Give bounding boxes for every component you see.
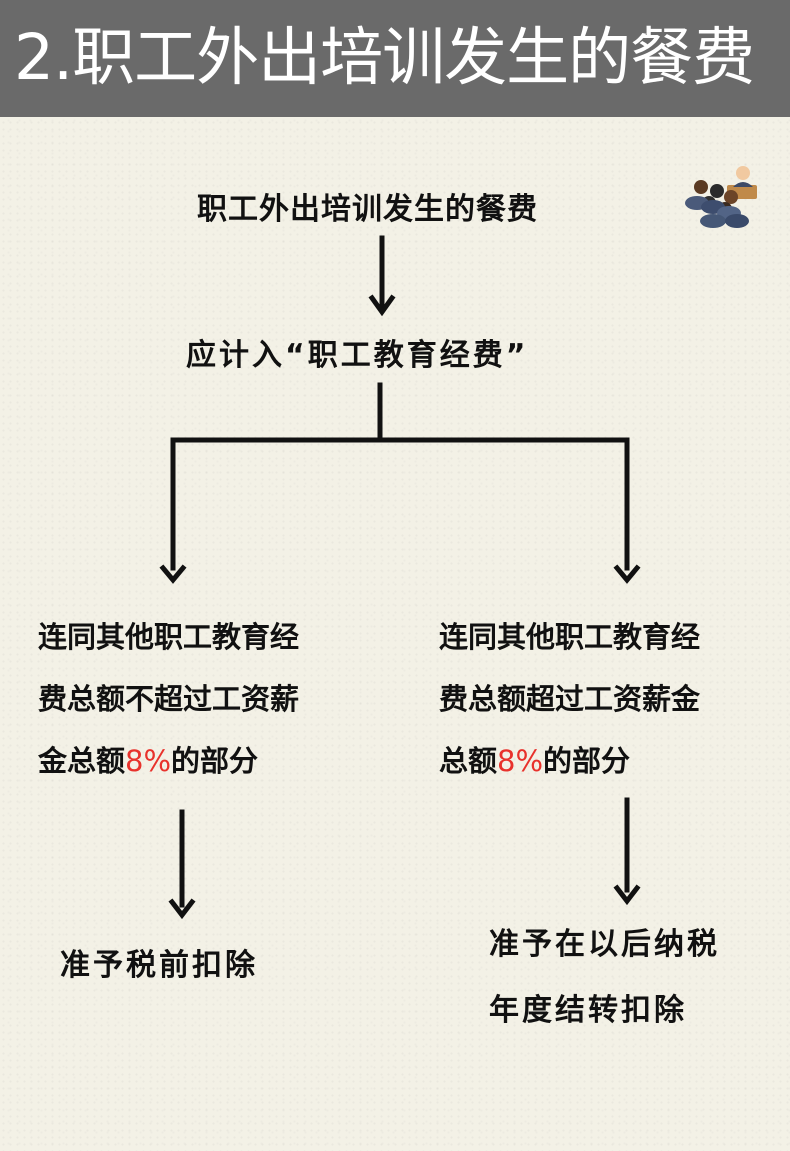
left-branch-line-3-pre: 金总额 <box>38 744 126 778</box>
arrowhead-top-to-middle <box>368 294 396 317</box>
right-branch-condition: 连同其他职工教育经 费总额超过工资薪金 总额8%的部分 <box>439 606 700 792</box>
middle-node: 应计入“职工教育经费” <box>186 338 529 373</box>
right-branch-percentage: 8% <box>497 744 544 778</box>
right-result-line-2: 年度结转扣除 <box>489 993 687 1028</box>
right-result-line-1: 准予在以后纳税 <box>489 927 720 962</box>
left-branch-line-3: 金总额8%的部分 <box>38 730 299 792</box>
meeting-people-icon <box>685 166 757 228</box>
right-branch-line-3-pre: 总额 <box>439 744 498 778</box>
arrowhead-right-result <box>613 884 641 906</box>
arrowhead-left-result <box>168 898 196 920</box>
right-branch-line-3: 总额8%的部分 <box>439 730 700 792</box>
right-branch-line-1: 连同其他职工教育经 <box>439 620 701 654</box>
right-result: 准予在以后纳税 年度结转扣除 <box>489 912 720 1044</box>
left-branch-condition: 连同其他职工教育经 费总额不超过工资薪 金总额8%的部分 <box>38 606 299 792</box>
right-branch-line-2: 费总额超过工资薪金 <box>439 682 701 716</box>
header-banner: 2.职工外出培训发生的餐费 <box>0 0 790 117</box>
left-branch-line-2: 费总额不超过工资薪 <box>38 682 300 716</box>
right-branch-line-3-post: 的部分 <box>543 744 631 778</box>
left-result: 准予税前扣除 <box>60 948 258 983</box>
arrowhead-left-branch <box>159 564 187 584</box>
connector-split-bar <box>170 437 630 571</box>
arrowhead-right-branch <box>613 564 641 584</box>
page-title: 2.职工外出培训发生的餐费 <box>14 21 755 94</box>
left-branch-line-3-post: 的部分 <box>171 744 259 778</box>
left-branch-percentage: 8% <box>125 744 172 778</box>
left-branch-line-1: 连同其他职工教育经 <box>38 620 300 654</box>
top-node: 职工外出培训发生的餐费 <box>197 192 538 227</box>
